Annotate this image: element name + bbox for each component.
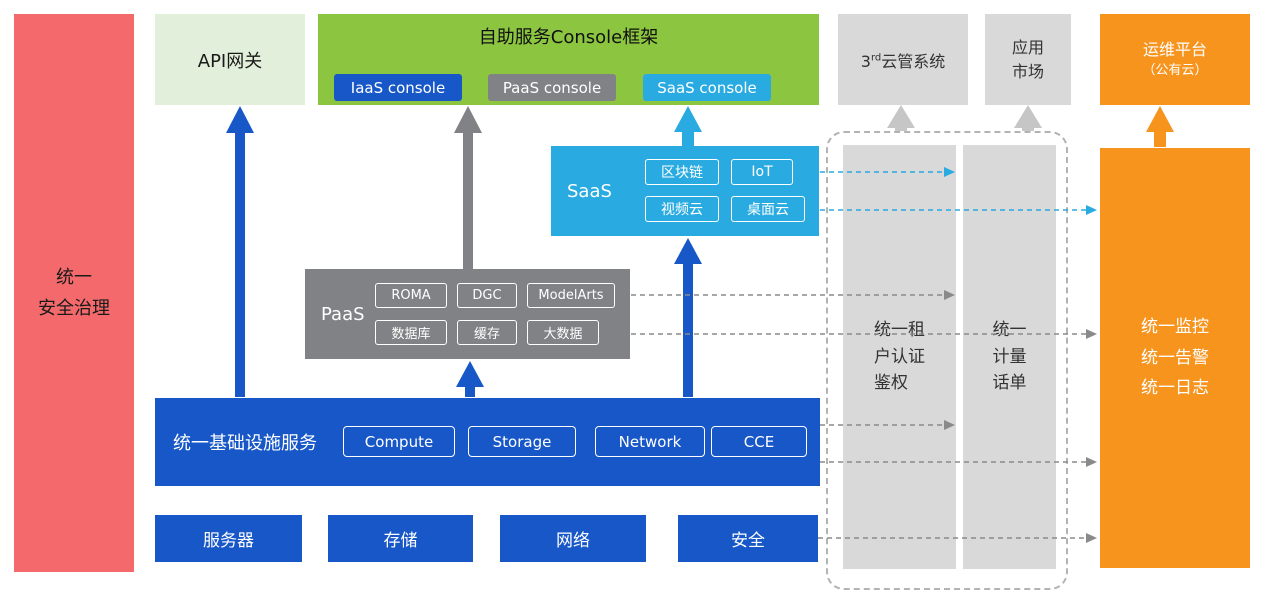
security-governance-line2: 安全治理 — [38, 298, 110, 319]
third-party-cloud-label-suffix: 云管系统 — [881, 51, 946, 71]
metering-line3: 话单 — [992, 373, 1027, 394]
third-party-cloud-box: 3rd云管系统 — [838, 14, 968, 105]
metering-line2: 计量 — [992, 346, 1027, 367]
infra-chip-cce: CCE — [711, 426, 807, 457]
app-market-label: 应用 市场 — [1012, 36, 1044, 84]
om-platform-sublabel: （公有云） — [1142, 63, 1208, 79]
tenant-auth-line1: 统一租 — [874, 320, 925, 341]
tenant-auth-line2: 户认证 — [874, 346, 925, 367]
arrow-to-third-party-cloud — [887, 105, 915, 131]
infra-chip-compute: Compute — [343, 426, 455, 457]
third-party-cloud-label: 3rd云管系统 — [861, 48, 946, 72]
app-market-line2: 市场 — [1011, 61, 1044, 81]
paas-chip-database: 数据库 — [375, 320, 447, 345]
saas-chip-blockchain: 区块链 — [645, 159, 719, 185]
api-gateway-label: API网关 — [197, 50, 263, 72]
monitoring-line3: 统一日志 — [1141, 378, 1209, 399]
paas-console-chip: PaaS console — [488, 74, 616, 101]
monitoring-bar: 统一监控 统一告警 统一日志 — [1100, 148, 1250, 568]
arrow-saas-to-console — [674, 106, 702, 146]
infra-chip-storage: Storage — [468, 426, 576, 457]
metering-bar: 统一 计量 话单 — [963, 145, 1056, 569]
monitoring-line2: 统一告警 — [1141, 347, 1209, 368]
arrow-monitoring-to-om-platform — [1146, 106, 1174, 147]
paas-chip-bigdata: 大数据 — [527, 320, 599, 345]
infrastructure-box: 统一基础设施服务 Compute Storage Network CCE — [155, 398, 820, 486]
saas-chip-iot: IoT — [731, 159, 793, 185]
arrow-to-app-market — [1014, 105, 1042, 131]
third-party-cloud-label-prefix: 3 — [860, 51, 871, 71]
foundation-storage-box: 存储 — [328, 515, 473, 562]
security-governance-bar: 统一 安全治理 — [14, 14, 134, 572]
saas-chip-desktop-cloud: 桌面云 — [731, 196, 805, 222]
foundation-server-box: 服务器 — [155, 515, 302, 562]
tenant-auth-bar: 统一租 户认证 鉴权 — [843, 145, 956, 569]
saas-box: SaaS 区块链 IoT 视频云 桌面云 — [551, 146, 819, 236]
arrow-infra-to-saas — [674, 238, 702, 397]
metering-line1: 统一 — [992, 320, 1027, 341]
tenant-auth-label: 统一租 户认证 鉴权 — [874, 317, 925, 396]
tenant-auth-line3: 鉴权 — [874, 373, 908, 394]
infrastructure-label: 统一基础设施服务 — [173, 433, 317, 454]
app-market-line1: 应用 — [1011, 37, 1044, 57]
paas-chip-roma: ROMA — [375, 283, 447, 308]
app-market-box: 应用 市场 — [985, 14, 1071, 105]
paas-chip-dgc: DGC — [457, 283, 517, 308]
security-governance-line1: 统一 — [56, 266, 92, 288]
console-framework-box: 自助服务Console框架 IaaS console PaaS console … — [318, 14, 819, 105]
shared-services-container — [826, 131, 1068, 590]
saas-chip-video-cloud: 视频云 — [645, 196, 719, 222]
console-framework-title: 自助服务Console框架 — [478, 27, 659, 48]
arrow-infra-to-api-gateway — [226, 106, 254, 397]
arrow-infra-to-paas — [456, 361, 484, 397]
om-platform-label: 运维平台 — [1142, 40, 1207, 60]
paas-chip-cache: 缓存 — [457, 320, 517, 345]
foundation-security-box: 安全 — [678, 515, 818, 562]
third-party-cloud-label-sup: rd — [870, 52, 882, 64]
monitoring-label: 统一监控 统一告警 统一日志 — [1141, 312, 1209, 404]
paas-box: PaaS ROMA DGC ModelArts 数据库 缓存 大数据 — [305, 269, 630, 359]
infra-chip-network: Network — [595, 426, 705, 457]
api-gateway-box: API网关 — [155, 14, 305, 105]
saas-label: SaaS — [567, 180, 612, 202]
om-platform-box: 运维平台 （公有云） — [1100, 14, 1250, 105]
paas-chip-modelarts: ModelArts — [527, 283, 615, 308]
metering-label: 统一 计量 话单 — [993, 317, 1027, 396]
foundation-network-box: 网络 — [500, 515, 646, 562]
paas-label: PaaS — [321, 303, 365, 325]
security-governance-label: 统一 安全治理 — [38, 262, 110, 325]
arrow-paas-to-console — [454, 106, 482, 269]
saas-console-chip: SaaS console — [643, 74, 771, 101]
monitoring-line1: 统一监控 — [1141, 317, 1209, 338]
iaas-console-chip: IaaS console — [334, 74, 462, 101]
